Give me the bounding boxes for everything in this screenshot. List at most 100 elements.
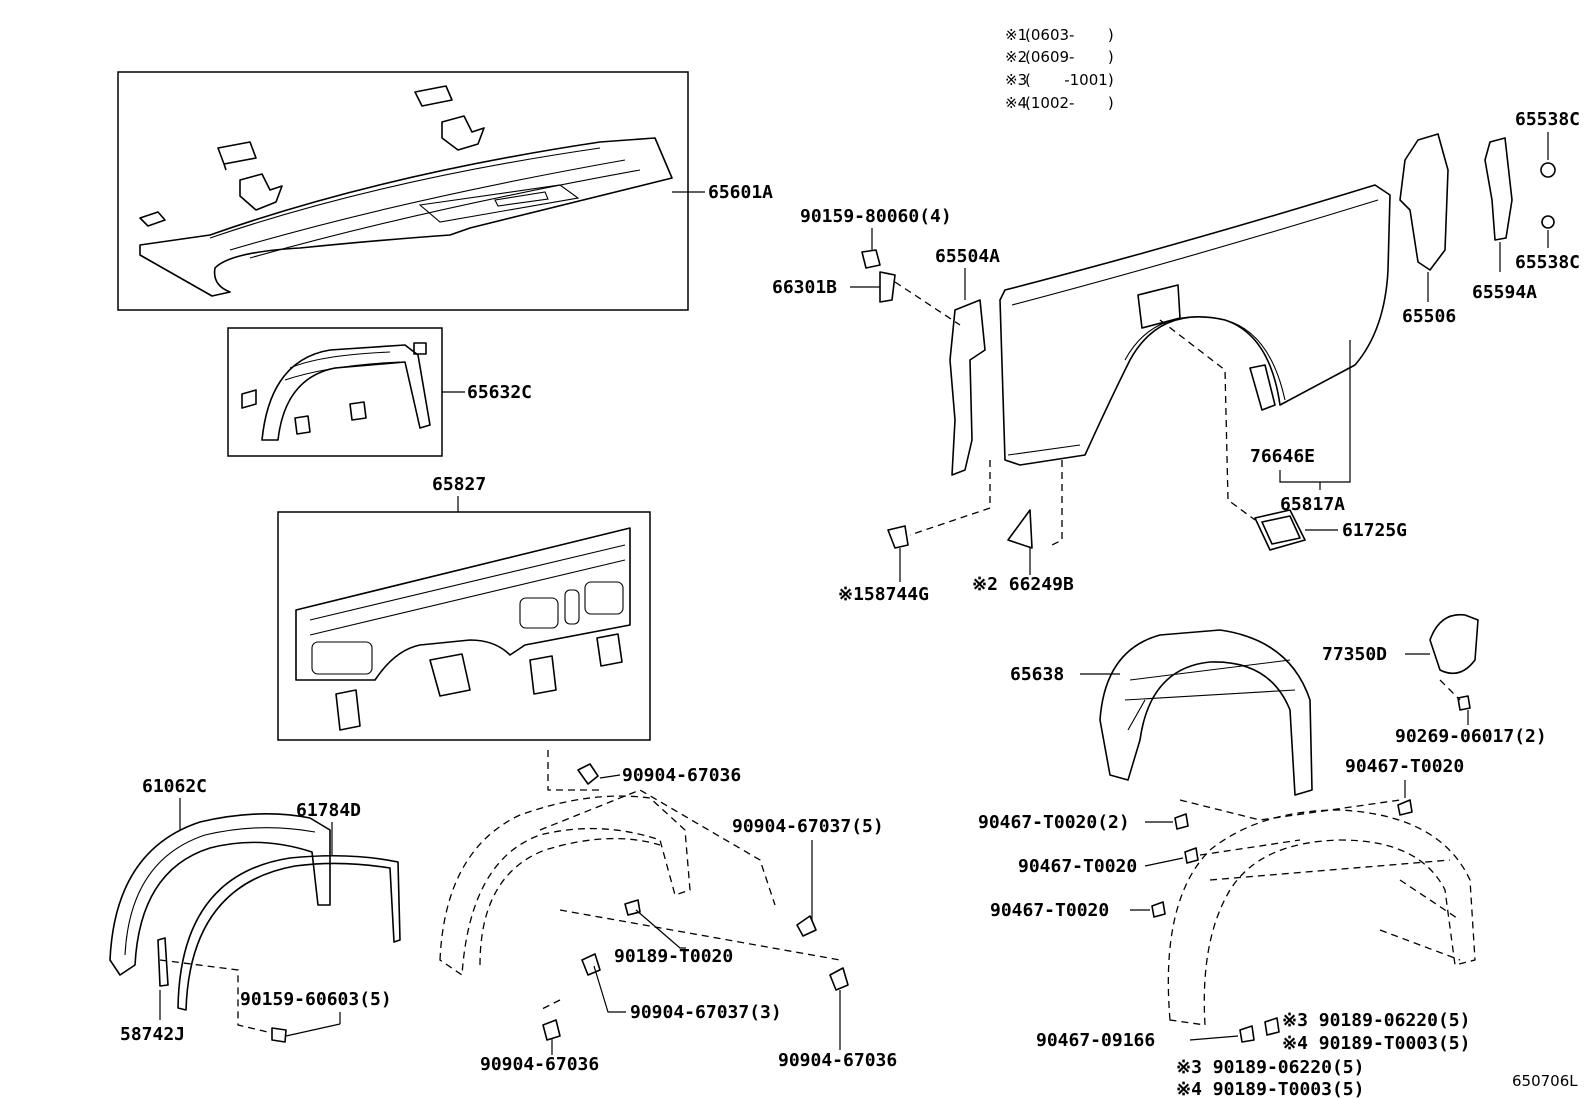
pillar-65504A [949,299,986,476]
clip-90904-67037-3 [581,953,601,976]
mudguard-dash-leaders [539,750,841,1011]
label-65506: 65506 [1402,306,1456,327]
note-4-text: (1002- ) [1025,94,1114,112]
fuel-door-opening [1137,284,1181,329]
label-90467-T0020-2: 90467-T0020(2) [978,812,1130,833]
clip-d [349,401,367,421]
label-90467-09166: 90467-09166 [1036,1030,1155,1051]
panel-hole-3 [564,589,580,625]
wheelhouse-arch [261,344,431,441]
wheelhouse-ribs [284,351,401,381]
clip-58742J [157,937,169,987]
label-77350D: 77350D [1322,644,1387,665]
part-77350D-shape [1429,613,1479,675]
label-90189-06220-a: ※3 90189-06220(5) [1282,1010,1470,1031]
bracket-d [414,85,453,107]
leader-90467-T0020-b [1144,857,1184,867]
clip-a [413,342,427,355]
label-65504A: 65504A [935,246,1000,267]
bolt-90189-06220 [1264,1017,1280,1036]
part-fender-flare-group: 61062C 61784D 58742J 90159-60603(5) [109,776,401,1045]
label-90904-67036-a: 90904-67036 [622,765,741,786]
nut-65538C-b [1541,215,1555,229]
clip-90904-67037-5 [796,915,817,937]
label-76646E: 76646E [1250,446,1315,467]
dash-66301B [894,281,961,326]
note-4-mark: ※4 [1005,94,1027,112]
note-1-text: (0603- ) [1025,26,1114,44]
label-65638: 65638 [1010,664,1064,685]
clip-c [294,415,311,435]
leader-90904-67037-3 [593,965,626,1013]
part-65632C-box [227,327,443,457]
dash-58744G [909,460,991,536]
leader-90189-T0020 [635,909,686,949]
panel-hole-4 [584,581,624,615]
date-notes: ※1 (0603- ) ※2 (0609- ) ※3 ( -1001) ※4 (… [1005,26,1114,112]
inner-panel-shape [139,137,673,297]
note-2-text: (0609- ) [1025,48,1114,66]
label-61784D: 61784D [296,800,361,821]
label-90904-67037-3: 90904-67037(3) [630,1002,782,1023]
panel-bracket-1 [429,653,471,697]
note-2-mark: ※2 [1005,48,1027,66]
screw-90189-T0020 [624,899,641,916]
note-1-mark: ※1 [1005,26,1027,44]
part-65594A-shape [1484,137,1513,241]
inner-panel-ribs [209,147,641,259]
mudguard-inner [479,837,661,966]
clip-90467-09166 [1239,1025,1255,1043]
label-90904-67037-5: 90904-67037(5) [732,816,884,837]
bed-side-edges [1007,199,1379,456]
wheel-arch-line [1124,316,1286,401]
leader-90904-67036-a [599,774,621,779]
note-3-mark: ※3 [1005,71,1027,89]
liner-65638-ribs [1124,659,1296,731]
label-90904-67036-b: 90904-67036 [480,1054,599,1075]
label-61062C: 61062C [142,776,207,797]
inner-panel-slot [418,184,580,223]
label-90189-T0020: 90189-T0020 [614,946,733,967]
part-mudguard-group: 90904-67036 90904-67037(5) 90189-T0020 9… [439,750,897,1075]
part-65601A-group: 65601A [117,71,773,311]
part-bed-side-group: 90159-80060(4) 66301B 65504A 76646E 6581… [772,109,1580,605]
clip-90269-06017 [1457,695,1471,711]
label-65538C-a: 65538C [1515,109,1580,130]
part-58744G-shape [887,525,909,549]
clip-90904-67036-a [577,763,599,785]
leader-65817A [1279,340,1351,490]
note-3-text: ( -1001) [1025,71,1114,89]
panel-bracket-2 [529,655,557,695]
bracket-b [217,141,257,171]
clip-90904-67036-c [829,967,849,991]
clip-b [241,389,257,409]
part-66249B-shape [1007,509,1033,549]
dash-90159-60603 [159,959,273,1034]
panel-hole-1 [311,641,373,675]
label-90269-06017: 90269-06017(2) [1395,726,1547,747]
bracket-e [441,115,485,151]
label-90904-67036-c: 90904-67036 [778,1050,897,1071]
label-90467-T0020-c: 90467-T0020 [990,900,1109,921]
liner-dashed-internal [1179,799,1461,961]
label-66301B: 66301B [772,277,837,298]
diagram-code: 650706L [1512,1072,1578,1090]
part-65827-group: 65827 [277,474,651,741]
bed-side-outer-panel [999,184,1391,466]
label-90159-80060: 90159-80060(4) [800,206,952,227]
label-58742J: 58742J [120,1024,185,1045]
clip-90467-T0020-b [1184,847,1199,864]
label-65594A: 65594A [1472,282,1537,303]
label-58744G: ※158744G [838,584,929,605]
fender-flare-61062C [109,813,331,976]
dash-66249B [1051,460,1063,546]
part-liner-dashed-group: 90467-T0020 90467-T0020(2) 90467-T0020 9… [978,756,1476,1099]
panel-hole-2 [519,597,559,629]
leader-90467-09166 [1189,1035,1239,1041]
panel-bracket-4 [335,689,361,731]
part-65506-shape [1399,133,1449,271]
clip-90904-67036-b [542,1019,561,1041]
clip-90467-T0020-a [1397,799,1413,816]
bracket-c [239,173,283,211]
